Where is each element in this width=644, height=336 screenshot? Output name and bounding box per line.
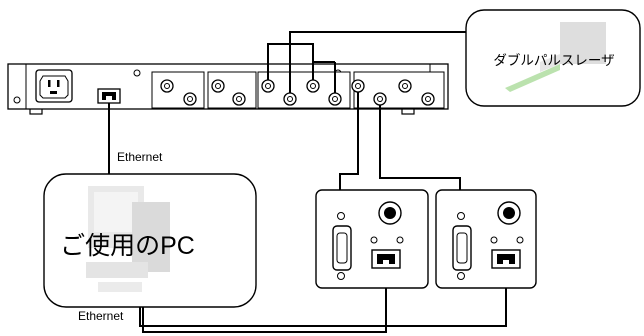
pc-box [43, 173, 257, 308]
ethernet-label-top: Ethernet [117, 150, 163, 164]
camera-head-icon [435, 189, 537, 289]
laser-box [465, 9, 641, 107]
power-inlet-icon [35, 69, 73, 103]
pc-label: ご使用のPC [60, 232, 195, 260]
laser-label: ダブルパルスレーザ [493, 53, 615, 68]
ethernet-cable-bottom [139, 272, 507, 333]
ethernet-label-bottom: Ethernet [78, 309, 124, 323]
laser-device-icon [505, 22, 606, 92]
bnc-connector-icon [160, 79, 435, 106]
camera-head-icon [315, 189, 429, 289]
controller-rear-panel [7, 63, 449, 115]
computer-icon [86, 186, 170, 292]
controller-ethernet-port-icon [97, 88, 121, 104]
